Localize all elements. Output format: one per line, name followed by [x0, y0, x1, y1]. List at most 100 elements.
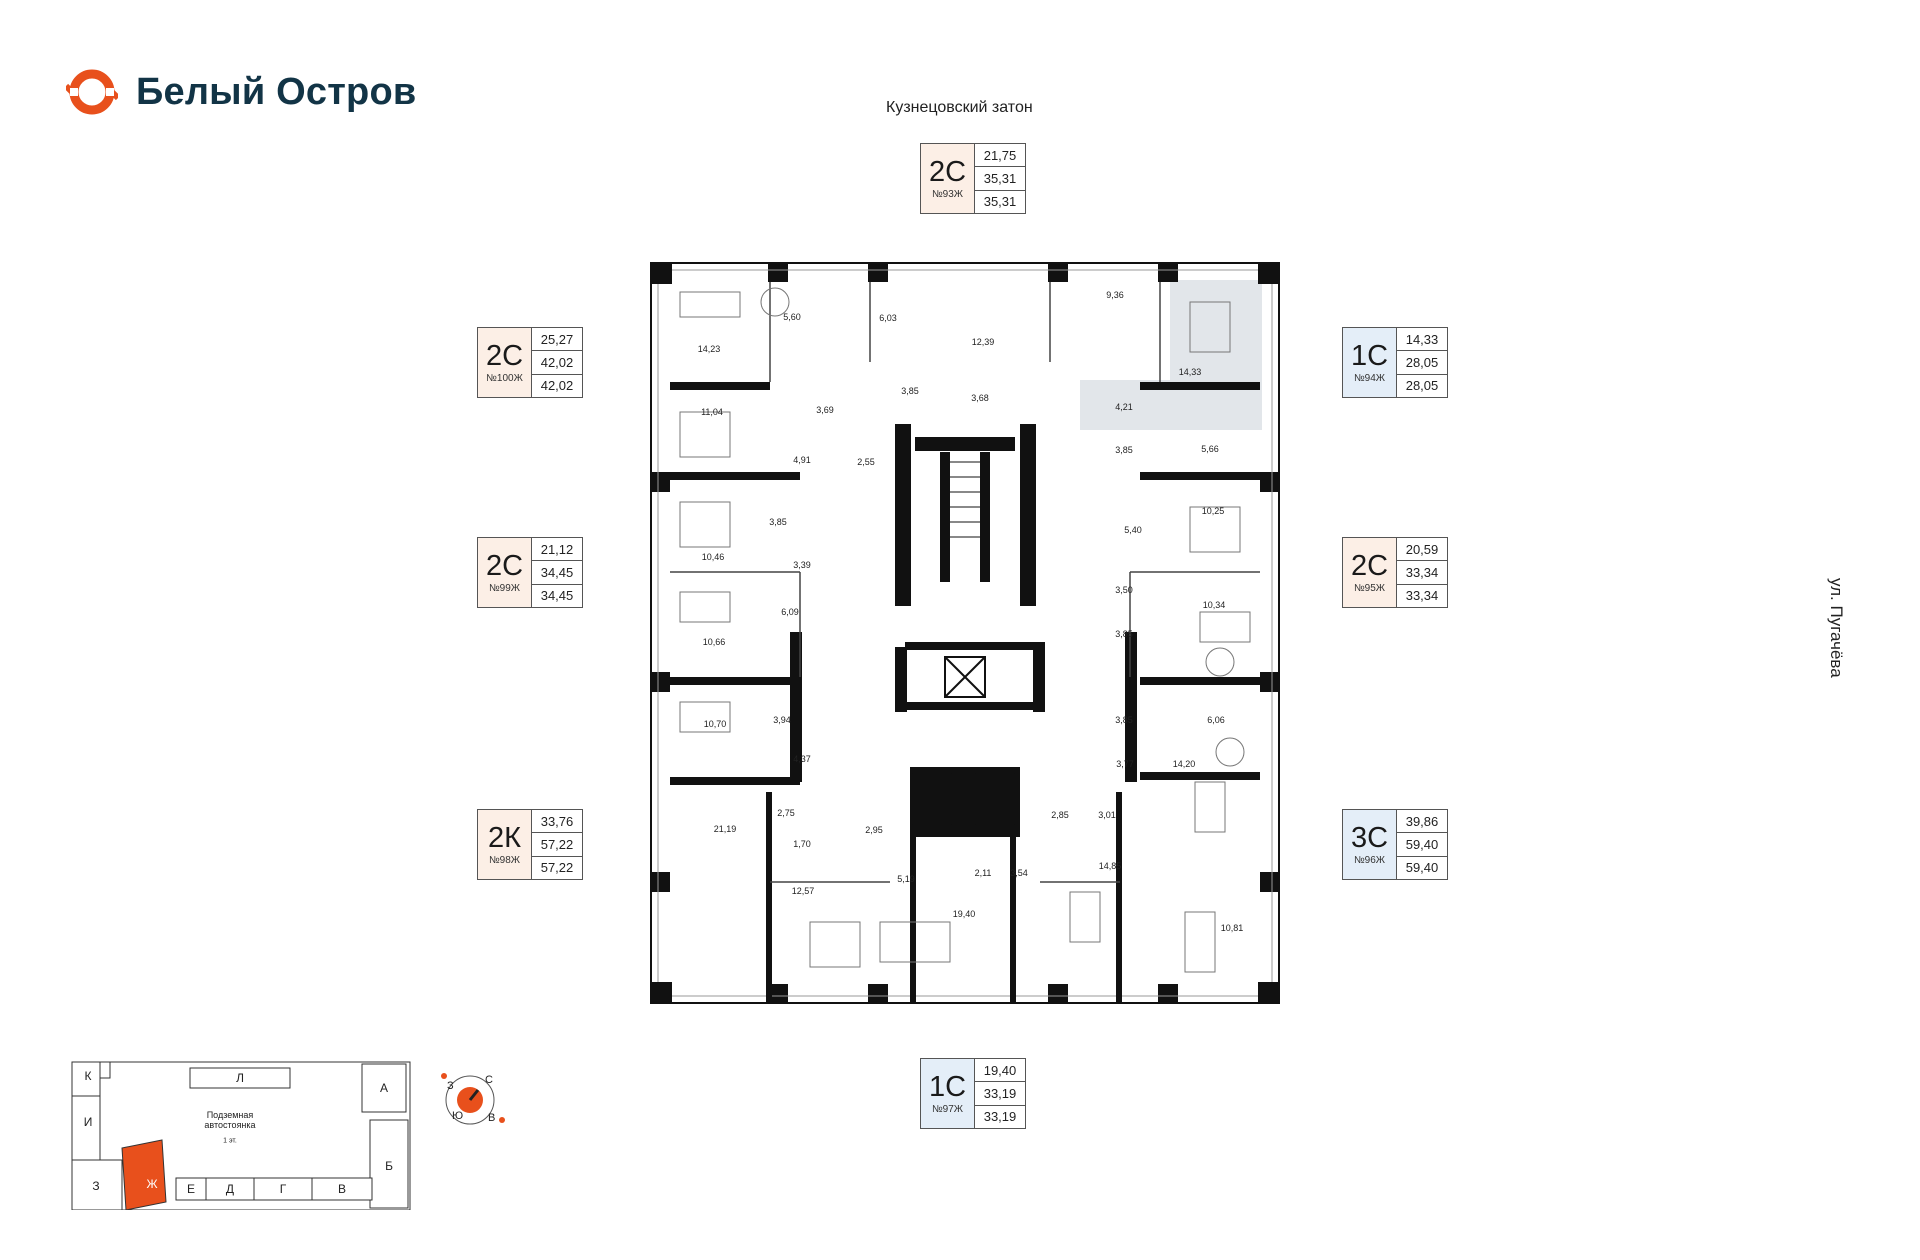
room-area-label: 5,66	[1201, 444, 1219, 454]
floor-plan-drawing	[650, 262, 1280, 1004]
site-section-selected[interactable]	[121, 1139, 167, 1210]
total-area: 28,05	[1397, 351, 1447, 375]
room-area-label: 4,21	[1115, 402, 1133, 412]
room-area-label: 2,85	[1051, 810, 1069, 820]
site-plan: К Л А И Б З Ж Е Д Г В Подземная автостоя…	[70, 1060, 420, 1210]
room-area-label: 14,20	[1172, 759, 1196, 769]
room-area-label: 3,39	[793, 560, 811, 570]
sale-area: 33,19	[983, 1109, 1017, 1125]
sale-area: 33,34	[1405, 588, 1439, 604]
site-section-label[interactable]: З	[92, 1179, 100, 1193]
room-area-label: 2,95	[865, 825, 883, 835]
apartment-number: №94Ж	[1353, 373, 1386, 384]
room-area-label: 11,04	[701, 407, 723, 417]
site-section-label[interactable]: А	[379, 1081, 389, 1095]
apartment-number: №100Ж	[486, 373, 523, 384]
apartment-type-cell: 2С №93Ж	[921, 144, 975, 213]
apartment-type-cell: 1С №94Ж	[1343, 328, 1397, 397]
apartment-values: 20,59 33,34 33,34	[1397, 538, 1447, 607]
apartment-card-95[interactable]: 2С №95Ж 20,59 33,34 33,34	[1342, 537, 1448, 608]
room-area-label: 6,09	[781, 607, 799, 617]
apartment-card-96[interactable]: 3С №96Ж 39,86 59,40 59,40	[1342, 809, 1448, 880]
apartment-type: 2С	[1350, 550, 1389, 582]
brand-name: Белый Остров	[136, 70, 417, 113]
apartment-card-99[interactable]: 2С №99Ж 21,12 34,45 34,45	[477, 537, 583, 608]
apartment-values: 14,33 28,05 28,05	[1397, 328, 1447, 397]
living-area: 21,12	[532, 538, 582, 562]
apartment-values: 39,86 59,40 59,40	[1397, 810, 1447, 879]
room-area-label: 10,46	[701, 552, 725, 562]
room-area-label: 3,85	[1115, 715, 1133, 725]
apartment-number: №95Ж	[1353, 583, 1386, 594]
apartment-number: №98Ж	[488, 855, 521, 866]
sale-area: 28,05	[1405, 378, 1439, 394]
room-area-label: 12,57	[791, 886, 815, 896]
room-area-label: 21,19	[713, 824, 737, 834]
living-area: 19,40	[975, 1059, 1025, 1083]
apartment-card-97[interactable]: 1С №97Ж 19,40 33,19 33,19	[920, 1058, 1026, 1129]
apartment-type: 1С	[928, 1071, 967, 1103]
parking-label: Подземная автостоянка	[204, 1110, 256, 1130]
site-section-label[interactable]: Ж	[146, 1177, 158, 1191]
apartment-type-cell: 1С №97Ж	[921, 1059, 975, 1128]
room-area-label: 14,23	[697, 344, 721, 354]
apartment-type: 2С	[485, 550, 524, 582]
room-area-label: 14,33	[1178, 367, 1202, 377]
room-area-label: 10,70	[703, 719, 727, 729]
floor-plan: 14,23 5,60 6,03 12,39 9,36 14,33 11,04 3…	[650, 262, 1280, 1004]
site-section-label[interactable]: Г	[279, 1182, 287, 1196]
apartment-number: №93Ж	[931, 189, 964, 200]
parking-sublabel: 1 эт.	[223, 1137, 237, 1145]
apartment-card-98[interactable]: 2К №98Ж 33,76 57,22 57,22	[477, 809, 583, 880]
site-section-label[interactable]: Д	[225, 1182, 235, 1196]
ring-logo-icon	[66, 69, 118, 115]
room-area-label: 2,11	[974, 868, 992, 878]
site-section-label[interactable]: В	[337, 1182, 347, 1196]
apartment-number: №96Ж	[1353, 855, 1386, 866]
room-area-label: 10,66	[702, 637, 726, 647]
apartment-type: 2К	[487, 822, 522, 854]
site-section-label[interactable]: И	[83, 1115, 93, 1129]
apartment-type-cell: 2С №99Ж	[478, 538, 532, 607]
room-area-label: 6,06	[1207, 715, 1225, 725]
total-area: 33,34	[1397, 561, 1447, 585]
brand-logo[interactable]: Белый Остров	[66, 66, 416, 118]
site-section-label[interactable]: К	[84, 1069, 92, 1083]
apartment-number: №97Ж	[931, 1104, 964, 1115]
apartment-values: 21,75 35,31 35,31	[975, 144, 1025, 213]
apartment-values: 19,40 33,19 33,19	[975, 1059, 1025, 1128]
total-area: 33,19	[975, 1082, 1025, 1106]
living-area: 14,33	[1397, 328, 1447, 352]
apartment-card-94[interactable]: 1С №94Ж 14,33 28,05 28,05	[1342, 327, 1448, 398]
apartment-card-93[interactable]: 2С №93Ж 21,75 35,31 35,31	[920, 143, 1026, 214]
site-section-label[interactable]: Л	[236, 1071, 244, 1085]
site-plan-outline	[71, 1061, 411, 1210]
room-area-label: 10,81	[1220, 923, 1244, 933]
selected-unit-94[interactable]	[1170, 280, 1262, 430]
street-right-label: ул. Пугачёва	[1827, 578, 1846, 678]
sale-area: 35,31	[983, 194, 1017, 210]
room-area-label: 3,69	[816, 405, 834, 415]
total-area: 34,45	[532, 561, 582, 585]
apartment-values: 21,12 34,45 34,45	[532, 538, 582, 607]
site-section-label[interactable]: Е	[186, 1182, 196, 1196]
compass-icon	[441, 1073, 505, 1125]
sale-area: 57,22	[540, 860, 574, 876]
room-area-label: 3,77	[1116, 759, 1134, 769]
room-area-label: 10,25	[1201, 506, 1225, 516]
apartment-type: 2С	[928, 156, 967, 188]
compass-south: Ю	[452, 1110, 464, 1122]
compass-east: В	[488, 1112, 496, 1124]
apartment-type-cell: 2С №100Ж	[478, 328, 532, 397]
total-area: 57,22	[532, 833, 582, 857]
apartment-card-100[interactable]: 2С №100Ж 25,27 42,02 42,02	[477, 327, 583, 398]
room-area-label: 6,03	[879, 313, 897, 323]
apartment-type-cell: 2К №98Ж	[478, 810, 532, 879]
room-area-label: 4,37	[793, 754, 811, 764]
room-area-label: 5,40	[1124, 525, 1142, 535]
total-area: 42,02	[532, 351, 582, 375]
site-section-label[interactable]: Б	[385, 1159, 393, 1173]
room-area-label: 3,85	[901, 386, 919, 396]
compass-north: С	[485, 1074, 493, 1086]
living-area: 33,76	[532, 810, 582, 834]
